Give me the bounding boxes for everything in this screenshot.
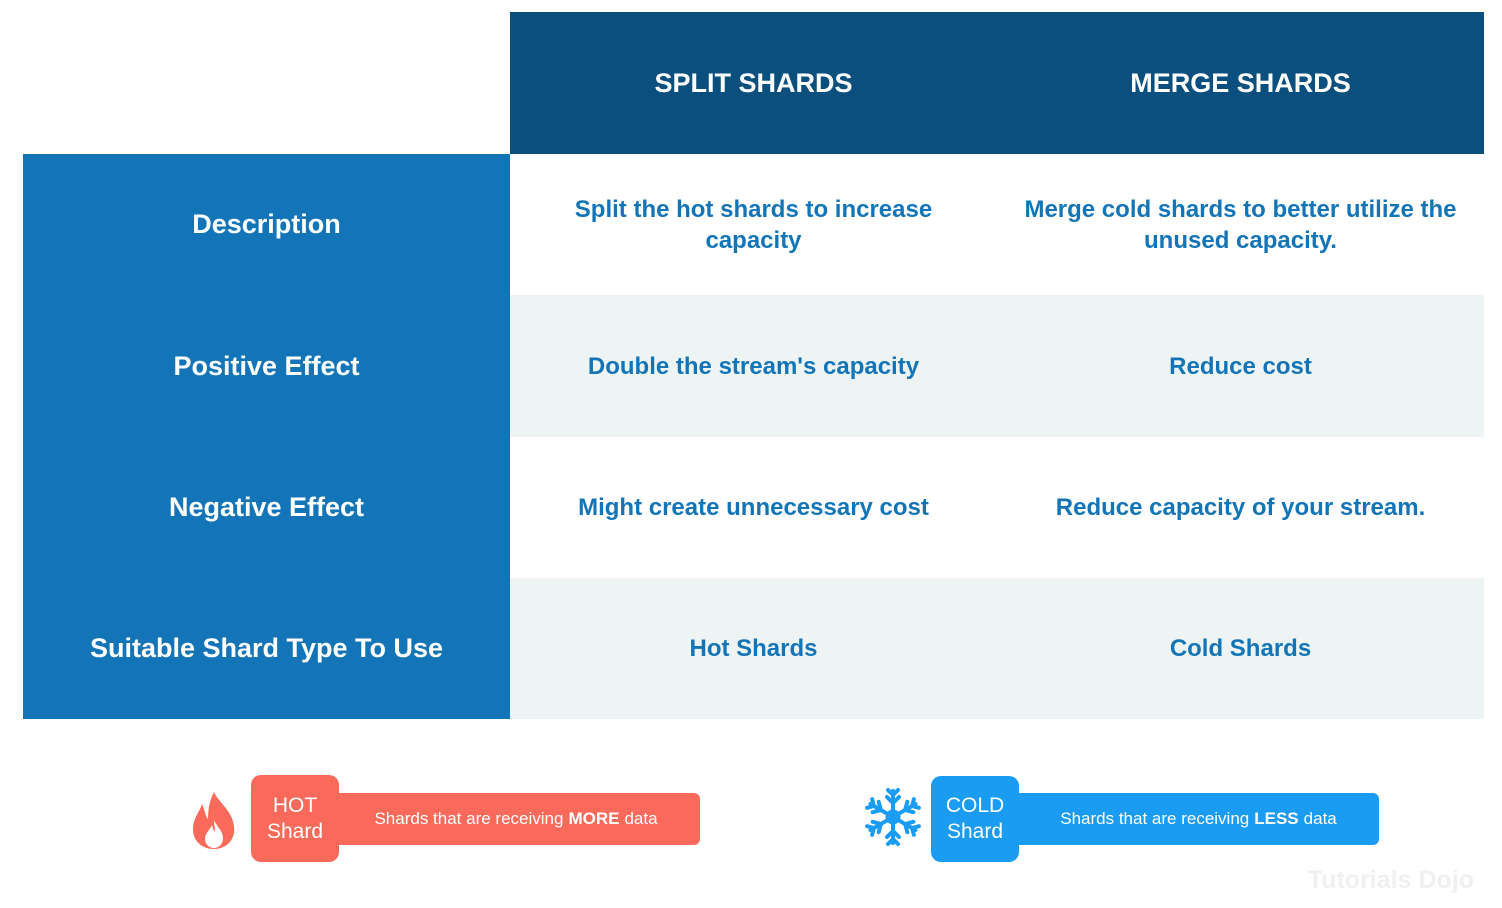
cell-suitable-split: Hot Shards [510, 578, 997, 719]
hot-text-bold: MORE [568, 809, 620, 828]
cold-text-bold: LESS [1254, 809, 1299, 828]
hot-shard-description: Shards that are receiving MORE data [322, 793, 700, 845]
row-label-description: Description [192, 209, 341, 239]
cell-text: Might create unnecessary cost [578, 494, 929, 521]
cell-text: Hot Shards [689, 635, 818, 662]
cell-negative-merge: Reduce capacity of your stream. [997, 437, 1484, 578]
table-row: Hot Shards Cold Shards [510, 578, 1484, 719]
cell-text: Merge cold shards to better utilize the … [1024, 195, 1457, 254]
cell-text: Reduce cost [1169, 352, 1312, 380]
cold-shard-description: Shards that are receiving LESS data [1000, 793, 1379, 845]
watermark: Tutorials Dojo [1307, 866, 1474, 894]
cell-text: Cold Shards [1169, 635, 1312, 662]
table-header: SPLIT SHARDS MERGE SHARDS [510, 12, 1484, 154]
column-header-split: SPLIT SHARDS [654, 67, 853, 98]
cold-badge-line1: COLD [945, 794, 1005, 817]
hot-text-before: Shards that are receiving [374, 809, 564, 828]
cell-negative-split: Might create unnecessary cost [510, 437, 997, 578]
row-label-suitable-shard-type: Suitable Shard Type To Use [89, 633, 444, 663]
cell-suitable-merge: Cold Shards [997, 578, 1484, 719]
hot-text-after: data [624, 809, 658, 828]
hot-shard-badge: HOT Shard [251, 775, 339, 862]
flame-icon [192, 792, 235, 849]
table-row: Might create unnecessary cost Reduce cap… [510, 437, 1484, 578]
cell-description-merge: Merge cold shards to better utilize the … [997, 154, 1484, 295]
cell-text: Reduce capacity of your stream. [1055, 494, 1426, 521]
cold-shard-badge: COLD Shard [931, 776, 1019, 862]
cell-positive-split: Double the stream's capacity [510, 295, 997, 437]
row-label-positive-effect: Positive Effect [173, 350, 360, 381]
column-header-merge: MERGE SHARDS [1130, 67, 1351, 98]
cold-badge-line2: Shard [946, 820, 1004, 843]
row-label-negative-effect: Negative Effect [168, 492, 365, 522]
cell-text: Split the hot shards to increase capacit… [574, 195, 933, 254]
cell-positive-merge: Reduce cost [997, 295, 1484, 437]
cell-description-split: Split the hot shards to increase capacit… [510, 154, 997, 295]
hot-badge-line2: Shard [266, 819, 324, 843]
cell-text: Double the stream's capacity [587, 352, 920, 380]
cold-text-before: Shards that are receiving [1060, 809, 1250, 828]
cold-text-after: data [1303, 809, 1337, 828]
table-row: Double the stream's capacity Reduce cost [510, 295, 1484, 437]
hot-badge-line1: HOT [272, 793, 318, 817]
snowflake-icon [864, 788, 922, 846]
table-row: Split the hot shards to increase capacit… [510, 154, 1484, 295]
row-labels-column: Description Positive Effect Negative Eff… [23, 154, 510, 719]
